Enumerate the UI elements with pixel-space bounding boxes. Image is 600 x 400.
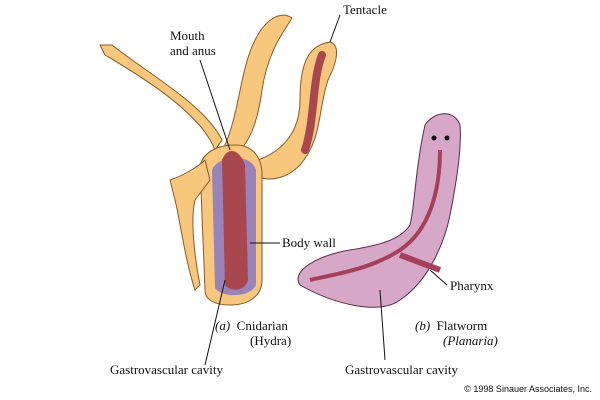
label-body-wall: Body wall xyxy=(282,235,336,250)
label-flatworm: (b) Flatworm xyxy=(415,318,487,333)
hydra-letter: (a) xyxy=(215,318,231,333)
label-pharynx: Pharynx xyxy=(450,278,494,293)
hydra-name: Cnidarian xyxy=(236,318,288,333)
label-flatworm-cavity: Gastrovascular cavity xyxy=(345,362,458,377)
copyright: © 1998 Sinauer Associates, Inc. xyxy=(464,384,592,394)
label-mouth-line1: Mouth xyxy=(170,28,205,43)
flatworm-illustration xyxy=(297,113,461,308)
label-tentacle: Tentacle xyxy=(343,2,387,17)
label-hydra-cavity: Gastrovascular cavity xyxy=(110,362,223,377)
hydra-illustration xyxy=(99,14,337,306)
leader-lines xyxy=(199,14,448,366)
label-hydra-genus: (Hydra) xyxy=(250,333,292,348)
flatworm-name: Flatworm xyxy=(436,318,488,333)
label-flatworm-genus: (Planaria) xyxy=(443,333,498,348)
flatworm-letter: (b) xyxy=(415,318,431,333)
label-mouth-line2: and anus xyxy=(170,43,216,58)
label-hydra: (a) Cnidarian xyxy=(215,318,288,333)
